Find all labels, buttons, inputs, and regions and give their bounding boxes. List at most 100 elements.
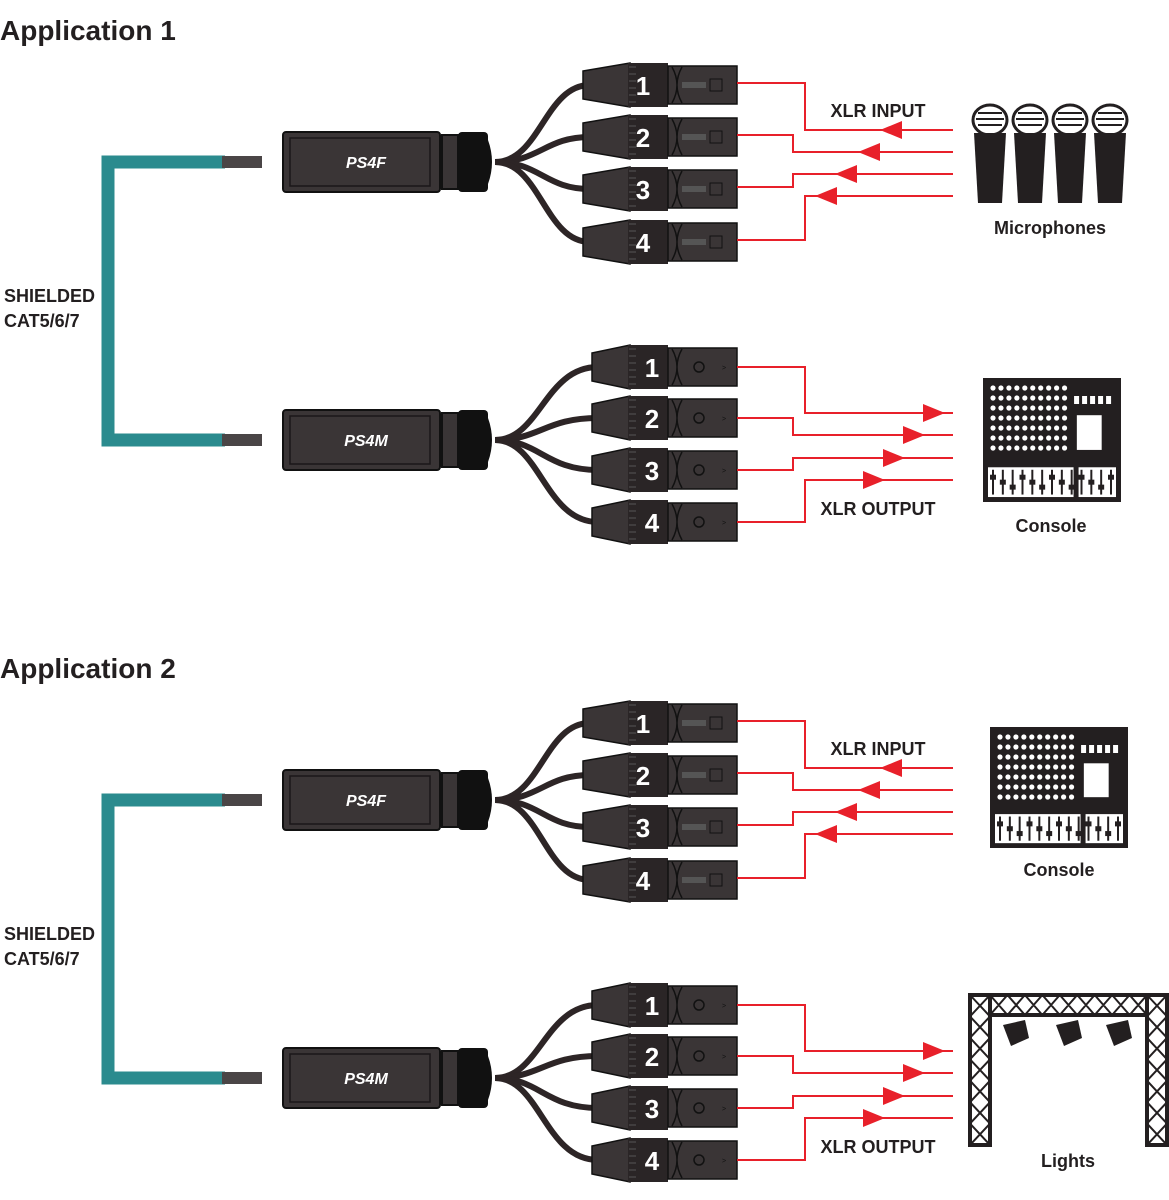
destination-label: Lights: [1041, 1151, 1095, 1171]
xlr-male-connector: >3: [591, 1085, 738, 1131]
channel-number: 4: [636, 866, 651, 896]
signal-line: [737, 1004, 953, 1052]
arrow-right-icon: [923, 404, 945, 422]
xlr-female-connector: 3: [582, 166, 738, 212]
channel-number: 4: [645, 1146, 660, 1176]
channel-number: 2: [636, 123, 650, 153]
cable-lead: [494, 797, 591, 883]
svg-text:>: >: [722, 416, 726, 423]
xlr-male-connector: >3: [591, 447, 738, 493]
svg-text:>: >: [722, 468, 726, 475]
splitter-unit: PS4M: [222, 409, 492, 471]
arrow-right-icon: [863, 1109, 885, 1127]
arrow-right-icon: [863, 471, 885, 489]
signal-line: [737, 833, 953, 879]
rj45-plug: [222, 156, 262, 168]
signal-line: [737, 417, 953, 436]
xlr-input-label: XLR INPUT: [830, 739, 925, 759]
destination-label: Console: [1015, 516, 1086, 536]
xlr-female-connector: 4: [582, 219, 738, 265]
application-2: Application 2SHIELDEDCAT5/6/7PS4F1234XLR…: [0, 653, 1169, 1183]
rj45-plug: [222, 1072, 262, 1084]
xlr-input-label: XLR INPUT: [830, 101, 925, 121]
source-label: Microphones: [994, 218, 1106, 238]
xlr-male-connector: >4: [591, 1137, 738, 1183]
channel-number: 2: [636, 761, 650, 791]
channel-number: 2: [645, 1042, 659, 1072]
unit-model-label: PS4M: [344, 1071, 388, 1088]
arrow-right-icon: [903, 1064, 925, 1082]
unit-model-label: PS4M: [344, 433, 388, 450]
xlr-male-connector: >4: [591, 499, 738, 545]
microphones-icon: [971, 103, 1129, 203]
unit-model-label: PS4F: [346, 155, 387, 172]
arrow-right-icon: [883, 1087, 905, 1105]
unit-body: [282, 409, 441, 471]
xlr-female-connector: 1: [582, 700, 738, 746]
xlr-output-label: XLR OUTPUT: [821, 1137, 936, 1157]
console-icon: [983, 378, 1121, 502]
rj45-plug: [222, 794, 262, 806]
signal-line: [737, 195, 953, 241]
stage-light: [1056, 1020, 1082, 1046]
arrow-right-icon: [903, 426, 925, 444]
cable-lead: [494, 134, 591, 165]
signal-line: [737, 82, 953, 131]
signal-line: [737, 1055, 953, 1074]
signal-line: [737, 134, 953, 153]
xlr-male-connector: >2: [591, 1033, 738, 1079]
svg-text:>: >: [722, 1106, 726, 1113]
arrow-left-icon: [815, 187, 837, 205]
signal-line: [737, 457, 953, 471]
channel-number: 3: [645, 1094, 659, 1124]
svg-text:>: >: [722, 1158, 726, 1165]
arrow-left-icon: [835, 165, 857, 183]
cable-gland: [458, 410, 488, 470]
xlr-female-connector: 4: [582, 857, 738, 903]
unit-body: [282, 769, 441, 831]
console-icon: [990, 727, 1128, 848]
arrow-right-icon: [883, 449, 905, 467]
channel-number: 4: [645, 508, 660, 538]
channel-number: 3: [645, 456, 659, 486]
arrow-left-icon: [858, 781, 880, 799]
cable-label: SHIELDED: [4, 924, 95, 944]
cat-cable: [101, 793, 225, 1085]
channel-number: 1: [636, 709, 650, 739]
cable-lead: [494, 1075, 599, 1163]
arrow-left-icon: [880, 759, 902, 777]
cable-label: CAT5/6/7: [4, 949, 80, 969]
splitter-unit: PS4F: [222, 131, 492, 193]
channel-number: 1: [636, 71, 650, 101]
cable-lead: [494, 437, 599, 525]
application-title: Application 1: [0, 15, 176, 46]
arrow-left-icon: [858, 143, 880, 161]
stage-light: [1106, 1020, 1132, 1046]
cable-label: SHIELDED: [4, 286, 95, 306]
cable-gland: [458, 132, 488, 192]
channel-number: 2: [645, 404, 659, 434]
svg-text:>: >: [722, 365, 726, 372]
signal-line: [737, 772, 953, 791]
cable-label: CAT5/6/7: [4, 311, 80, 331]
signal-line: [737, 720, 953, 769]
signal-line: [737, 173, 953, 188]
xlr-female-connector: 2: [582, 752, 738, 798]
arrow-left-icon: [880, 121, 902, 139]
cable-lead: [494, 1053, 599, 1081]
application-title: Application 2: [0, 653, 176, 684]
unit-body: [282, 1047, 441, 1109]
svg-text:>: >: [722, 520, 726, 527]
xlr-male-connector: >1: [591, 344, 738, 390]
cable-lead: [494, 415, 599, 443]
svg-text:>: >: [722, 1003, 726, 1010]
channel-number: 1: [645, 353, 659, 383]
signal-line: [737, 366, 953, 414]
signal-line: [737, 1095, 953, 1109]
cable-lead: [494, 159, 591, 245]
signal-line: [737, 811, 953, 826]
unit-body: [282, 131, 441, 193]
lights-truss-icon: [968, 993, 1169, 1147]
svg-text:>: >: [722, 1054, 726, 1061]
